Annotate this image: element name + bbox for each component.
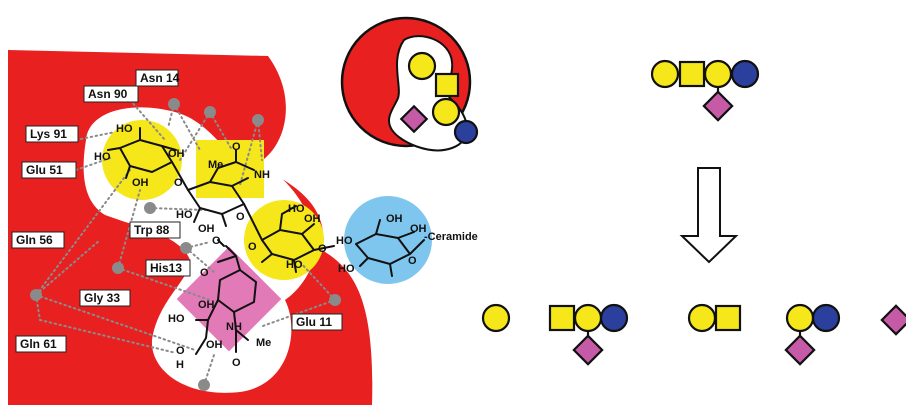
binding-pocket-inset	[340, 16, 479, 152]
residue-label: Glu 51	[26, 163, 63, 177]
atom-o: O	[174, 177, 183, 189]
anchor-dot	[329, 294, 341, 306]
atom-ho: HO	[176, 209, 193, 221]
residue-label: His13	[150, 261, 182, 275]
atom-nh: NH	[254, 169, 270, 181]
atom-ho: HO	[168, 313, 185, 325]
atom-o: O	[318, 243, 327, 255]
atom-oh: OH	[304, 213, 321, 225]
atom-o: O	[212, 235, 221, 247]
atom-oh: OH	[198, 223, 215, 235]
glycan-structure	[107, 127, 425, 355]
atom-o: O	[236, 211, 245, 223]
atom-ho: HO	[94, 151, 111, 163]
anchor-dot	[112, 262, 124, 274]
glucose-symbol	[453, 119, 479, 145]
atom-o: O	[232, 357, 241, 369]
atom-oh: OH	[206, 339, 223, 351]
atom-oh: OH	[132, 177, 149, 189]
anchor-dot	[252, 114, 264, 126]
galactose-highlight-top	[102, 120, 182, 200]
sialic-acid-symbol	[784, 334, 816, 366]
atom-o: O	[408, 255, 417, 267]
anchor-dot	[204, 106, 216, 118]
residue-label: Gln 61	[20, 337, 57, 351]
anchor-dot	[198, 379, 210, 391]
sialic-acid-symbol	[880, 304, 906, 336]
sialic-acid-symbol	[572, 334, 604, 366]
glucose-highlight	[344, 196, 432, 284]
atom-ho: HO	[286, 259, 303, 271]
sialic-acid-symbol	[702, 90, 734, 122]
atom-labels: HO HO OH OH O O Me NH HO OH O HO OH O O …	[94, 123, 478, 371]
glucose-symbol	[599, 303, 629, 333]
atom-oh: OH	[198, 299, 215, 311]
atom-me: Me	[256, 337, 271, 349]
galnac-symbol	[548, 304, 576, 332]
residue-label: Asn 90	[88, 87, 128, 101]
atom-ho: HO	[116, 123, 133, 135]
residue-label: Asn 14	[140, 71, 180, 85]
glucose-symbol	[811, 303, 841, 333]
residue-labels: Asn 14 Asn 90 Lys 91 Glu 51 Trp 88 His13…	[11, 69, 343, 353]
anchor-dot	[144, 202, 156, 214]
atom-o: O	[232, 141, 241, 153]
ceramide-label: -Ceramide	[424, 231, 478, 243]
galnac-symbol	[714, 304, 742, 332]
galactose-symbol	[687, 303, 717, 333]
atom-o: O	[176, 345, 185, 357]
residue-label: Glu 11	[296, 315, 332, 329]
atom-oh: OH	[410, 223, 427, 235]
sialic-acid-symbol	[399, 104, 429, 134]
fragment-glycans	[481, 303, 906, 366]
intact-glycan	[650, 59, 760, 122]
atom-ho: HO	[288, 203, 305, 215]
galactose-symbol	[431, 97, 461, 127]
residue-label: Gln 56	[16, 233, 53, 247]
residue-label: Trp 88	[134, 223, 170, 237]
galnac-symbol	[678, 60, 706, 88]
atom-h: H	[176, 359, 184, 371]
atom-oh: OH	[386, 213, 403, 225]
galactose-symbol	[785, 303, 815, 333]
bond-anchor-dots	[30, 98, 341, 391]
atom-ho: HO	[336, 235, 353, 247]
atom-nh: NH	[226, 321, 242, 333]
sialic-highlight	[176, 246, 282, 352]
arrow-shape	[679, 167, 739, 264]
residue-label: Gly 33	[84, 291, 120, 305]
residue-label: Lys 91	[30, 127, 67, 141]
atom-o: O	[200, 267, 209, 279]
anchor-dot	[180, 242, 192, 254]
glucose-symbol	[730, 59, 760, 89]
atom-o: O	[248, 241, 257, 253]
galactose-symbol	[481, 303, 511, 333]
atom-ho: HO	[338, 263, 355, 275]
galactose-symbol	[703, 59, 733, 89]
anchor-dot	[168, 98, 180, 110]
atom-oh: OH	[168, 148, 185, 160]
galactose-symbol	[573, 303, 603, 333]
galnac-symbol	[434, 72, 460, 98]
down-arrow-icon	[679, 167, 739, 264]
atom-me: Me	[208, 159, 223, 171]
galactose-symbol	[407, 51, 437, 81]
galactose-symbol	[650, 59, 680, 89]
anchor-dot	[30, 289, 42, 301]
